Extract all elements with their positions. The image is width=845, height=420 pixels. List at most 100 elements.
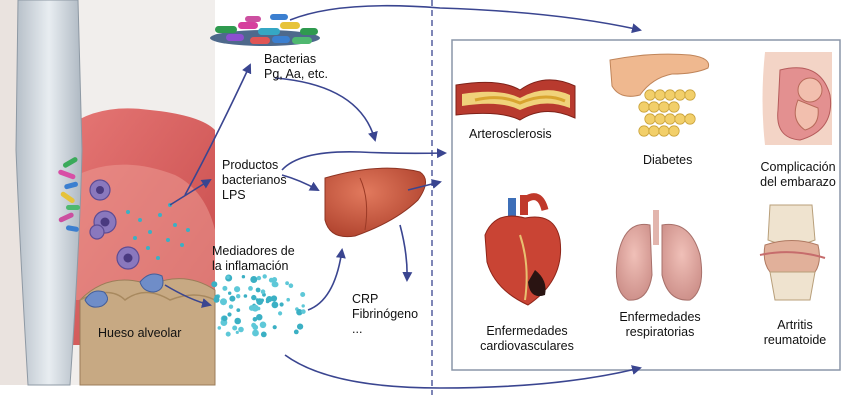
liver-illustration: [324, 167, 426, 238]
fat-cell: [644, 89, 656, 101]
mediator-particle: [278, 311, 283, 316]
arrow-products-to-liver: [281, 174, 320, 191]
artery-illustration: [455, 79, 576, 121]
knee-joint-illustration: [759, 204, 826, 301]
mediator-particle: [234, 317, 241, 325]
mediator-particle: [252, 324, 259, 331]
mediator-particle: [256, 275, 262, 281]
mediator-particle: [248, 286, 253, 291]
label-atherosclerosis: Arterosclerosis: [469, 127, 552, 141]
arrow-bacteria-to-liver: [274, 77, 378, 142]
mediator-particle: [236, 308, 241, 312]
pancreas-illustration: [609, 53, 710, 97]
label-bacterial-products: Productos bacterianos LPS: [222, 158, 287, 202]
mediator-particle: [270, 295, 278, 302]
label-respiratory: Enfermedades respiratorias: [619, 310, 701, 339]
arrow-liver-to-diseases: [407, 179, 442, 191]
arrow-bacteria-to-diseases: [289, 4, 642, 34]
fat-cell: [648, 101, 660, 113]
mediator-particle: [286, 297, 291, 302]
fat-cell: [668, 101, 680, 113]
bacteria-cluster: [210, 14, 320, 46]
fat-cell: [658, 125, 670, 137]
arrow-tissue-to-products: [169, 178, 212, 206]
mediator-particle: [250, 276, 258, 283]
arrow-mediators-to-liver: [307, 248, 346, 311]
plaque-bacteria: [58, 157, 80, 232]
mediator-particle: [235, 330, 239, 334]
tissue-particles: [126, 203, 190, 260]
arrow-mediators-to-diseases: [284, 354, 642, 389]
mediator-particles: [211, 274, 306, 338]
periodontal-tissue-illustration: [0, 0, 216, 386]
mediator-particle: [262, 274, 267, 279]
mediator-particle: [234, 286, 241, 293]
mediator-particle: [238, 326, 244, 333]
fat-cell: [638, 125, 650, 137]
arrow-tissue-to-mediators: [164, 284, 212, 308]
fat-cell: [664, 89, 676, 101]
mediator-particle: [243, 294, 248, 298]
mediator-particle: [301, 304, 305, 308]
mediator-particle: [228, 291, 232, 295]
mediator-particle: [301, 309, 306, 314]
mediator-particle: [228, 304, 234, 309]
mediator-particle: [217, 326, 222, 330]
fat-cell: [684, 89, 696, 101]
mediator-particle: [227, 312, 232, 317]
mediator-particle: [236, 294, 241, 299]
mediator-particle: [251, 304, 259, 312]
fat-cell: [668, 125, 680, 137]
mediator-particle: [229, 295, 236, 302]
arrow-products-to-diseases: [281, 148, 447, 171]
mediator-particle: [256, 298, 264, 305]
fat-cell: [674, 89, 686, 101]
label-alveolar-bone: Hueso alveolar: [98, 326, 182, 340]
mediator-particle: [271, 301, 279, 309]
mediator-particle: [279, 302, 284, 307]
mediator-particle: [211, 281, 218, 288]
mediator-particle: [252, 317, 258, 322]
mediator-particle: [252, 329, 259, 337]
fat-cell: [658, 101, 670, 113]
mediator-particle: [255, 287, 261, 293]
label-inflammation-mediators: Mediadores de la inflamación: [212, 244, 295, 273]
mediator-particle: [297, 323, 304, 330]
fat-cells: [638, 89, 696, 137]
mediator-particle: [271, 281, 278, 288]
arrow-tissue-to-bacteria: [184, 63, 252, 196]
mediator-particle: [214, 294, 220, 300]
mediator-particle: [251, 294, 257, 301]
mediator-particle: [293, 329, 299, 335]
fat-cell: [648, 125, 660, 137]
mediator-particle: [285, 281, 289, 286]
mediator-particle: [260, 331, 267, 338]
label-arthritis: Artritis reumatoide: [763, 318, 827, 347]
mediator-particle: [225, 331, 231, 337]
mediator-particle: [288, 283, 294, 289]
label-liver-products: CRP Fibrinógeno ...: [352, 292, 419, 336]
mediator-particle: [226, 275, 230, 280]
mediator-particle: [222, 285, 228, 291]
arrows: [164, 4, 642, 389]
fat-cell: [664, 113, 676, 125]
heart-illustration: [484, 193, 562, 306]
mediator-particle: [272, 325, 277, 330]
mediator-particle: [256, 314, 263, 321]
arrow-liver-to-crp: [399, 224, 413, 282]
mediator-particle: [260, 289, 266, 295]
mediator-particle: [259, 321, 267, 329]
label-diabetes: Diabetes: [643, 153, 693, 167]
mediator-particle: [221, 315, 228, 322]
mediator-particle: [296, 309, 303, 316]
fat-cell: [654, 113, 666, 125]
mediator-particle: [232, 325, 238, 331]
label-cardiovascular: Enfermedades cardiovasculares: [480, 324, 574, 353]
fat-cell: [654, 89, 666, 101]
fat-cell: [674, 113, 686, 125]
fat-cell: [644, 113, 656, 125]
fat-cell: [684, 113, 696, 125]
mediator-particle: [268, 277, 274, 283]
